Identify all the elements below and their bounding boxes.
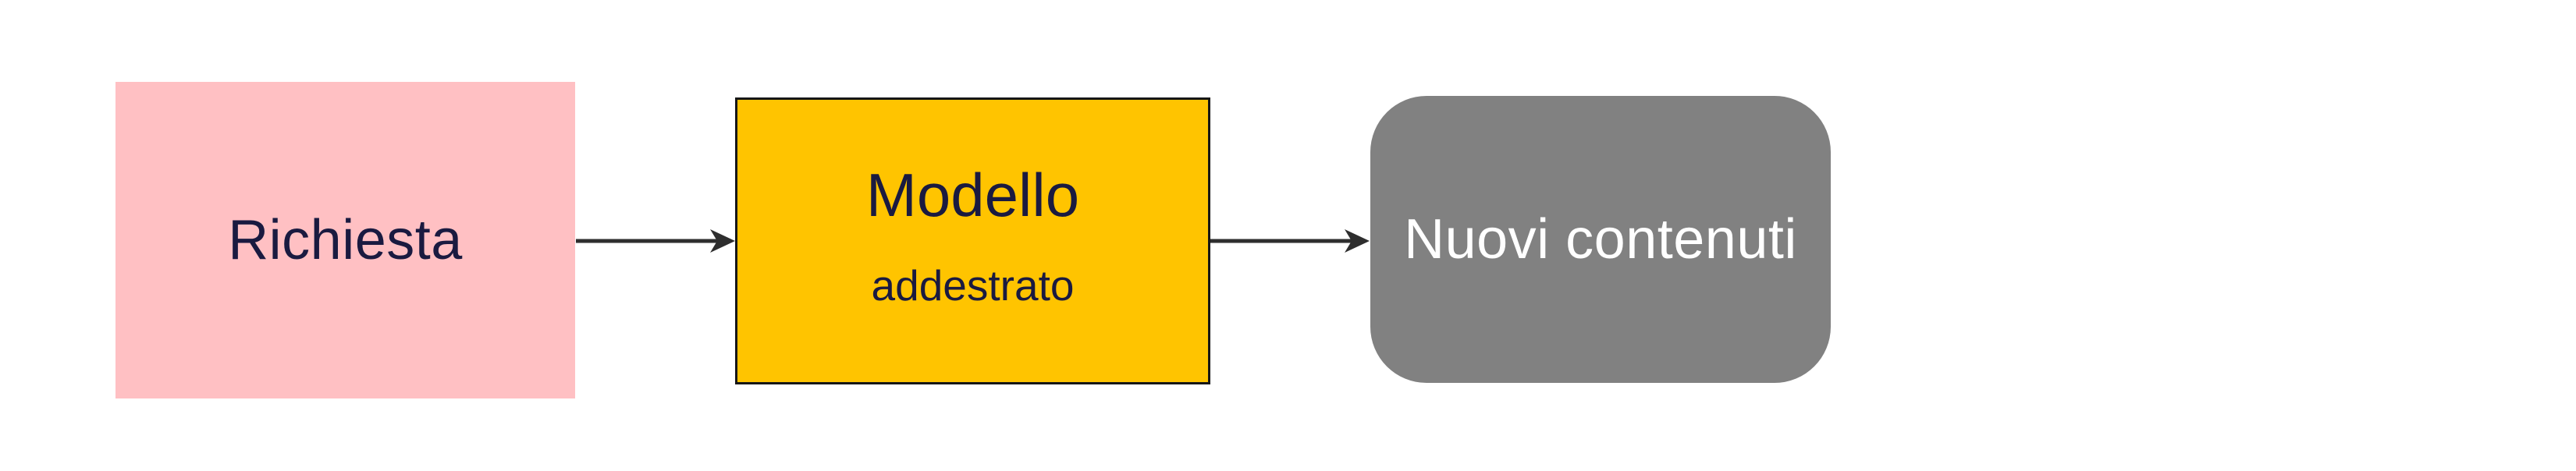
arrow-richiesta-to-modello (575, 225, 735, 257)
node-richiesta: Richiesta (115, 82, 575, 398)
node-nuovi-contenuti-label: Nuovi contenuti (1404, 208, 1797, 271)
node-modello-label: Modello (865, 160, 1080, 229)
arrow-head-icon (1345, 229, 1370, 253)
arrow-head-icon (710, 229, 735, 253)
node-modello-sublabel: addestrato (871, 260, 1075, 310)
arrow-modello-to-nuovi-contenuti (1210, 225, 1370, 257)
node-nuovi-contenuti: Nuovi contenuti (1370, 96, 1831, 383)
node-richiesta-label: Richiesta (228, 209, 463, 271)
node-modello: Modello addestrato (735, 97, 1210, 384)
